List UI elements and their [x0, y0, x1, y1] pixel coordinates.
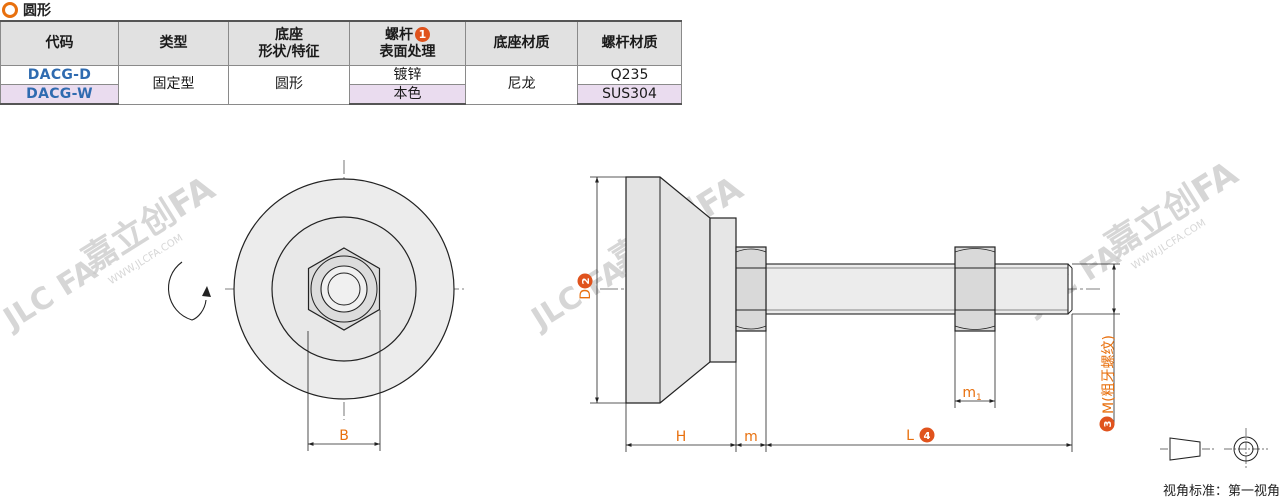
M-badge: 3 — [1103, 420, 1114, 427]
front-view: B — [167, 160, 465, 451]
section-header: 圆形 — [2, 0, 51, 20]
cell-screw-material: Q235 — [577, 65, 682, 85]
cell-surface: 镀锌 — [349, 65, 466, 85]
header-code: 代码 — [0, 20, 119, 66]
projection-symbol-icon — [1160, 428, 1268, 470]
dim-label-D: D — [578, 289, 594, 300]
header-base-shape-line1: 底座 — [275, 26, 303, 43]
threaded-rod — [765, 263, 1069, 315]
cell-code: DACG-W — [0, 84, 119, 105]
projection-note: 视角标准：第一视角 — [1163, 484, 1280, 499]
dim-label-m: m — [744, 429, 758, 445]
section-title: 圆形 — [23, 3, 51, 19]
cell-type: 固定型 — [118, 65, 229, 105]
header-screw-line2: 表面处理 — [379, 43, 436, 60]
circle-bullet-icon — [2, 2, 18, 18]
side-view: D 2 H m L 4 m1 3 M(粗牙螺纹) — [577, 176, 1120, 452]
dim-label-H: H — [676, 429, 687, 445]
header-screw-line1: 螺杆 — [385, 26, 413, 43]
cell-surface: 本色 — [349, 84, 466, 105]
table-row: DACG-W 本色 SUS304 — [0, 84, 682, 105]
dim-label-m1: m1 — [962, 385, 981, 403]
cell-code: DACG-D — [0, 65, 119, 85]
header-base-shape-line2: 形状/特征 — [258, 43, 320, 60]
cell-base-material: 尼龙 — [465, 65, 578, 105]
header-screw-material: 螺杆材质 — [577, 20, 682, 66]
header-base-shape: 底座 形状/特征 — [228, 20, 350, 66]
base-body — [625, 176, 711, 404]
header-type: 类型 — [118, 20, 229, 66]
rotation-arrow — [167, 261, 207, 321]
cell-shape: 圆形 — [228, 65, 350, 105]
D-badge: 2 — [581, 277, 592, 284]
dim-label-M: M(粗牙螺纹) — [1101, 335, 1117, 414]
header-base-material: 底座材质 — [465, 20, 578, 66]
cell-screw-material: SUS304 — [577, 84, 682, 105]
hex-nut-side-1 — [735, 246, 767, 332]
table-row: DACG-D 固定型 圆形 镀锌 尼龙 Q235 — [0, 65, 682, 105]
base-neck — [709, 217, 737, 363]
dim-label-L: L — [906, 428, 914, 444]
L-badge: 4 — [924, 431, 931, 442]
dim-label-B: B — [339, 428, 349, 444]
hex-nut-side-2 — [954, 246, 996, 332]
note-badge-1: 1 — [415, 26, 430, 42]
